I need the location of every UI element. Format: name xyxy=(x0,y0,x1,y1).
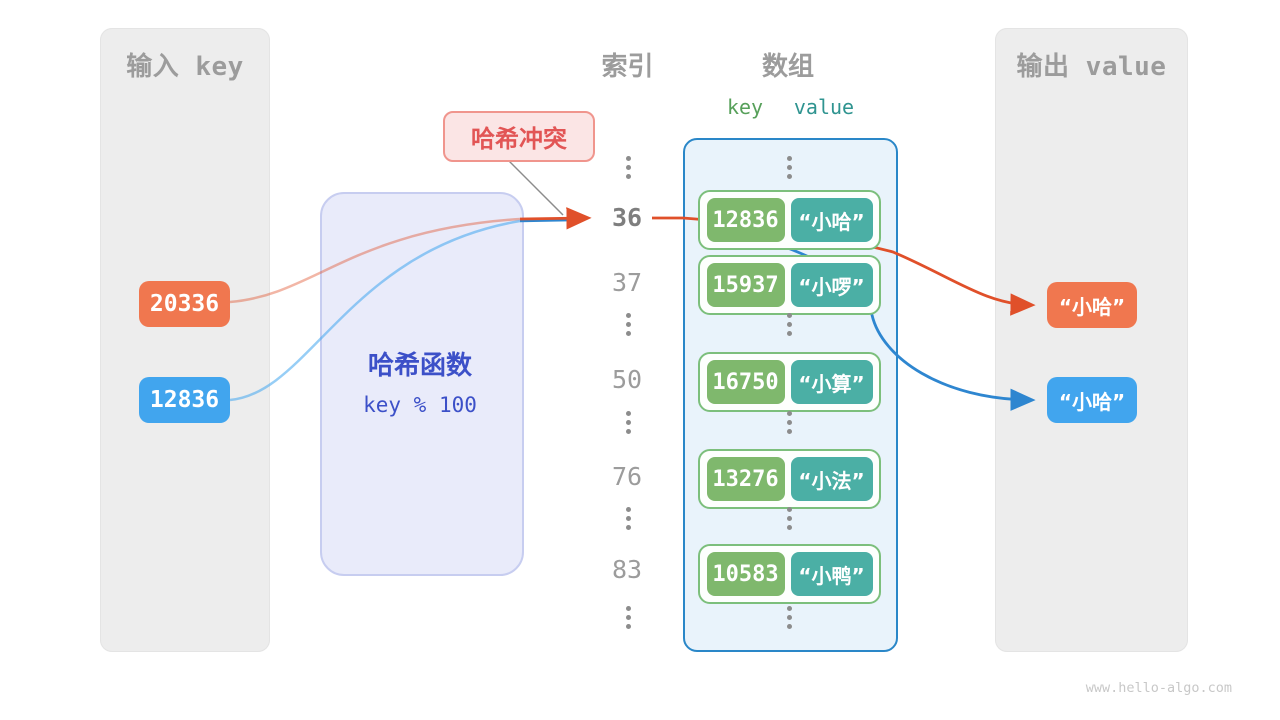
index-entry-83: 83 xyxy=(611,555,643,584)
bucket-key: 13276 xyxy=(706,457,785,501)
output-panel xyxy=(995,28,1188,652)
value-header: value xyxy=(793,95,855,119)
ellipsis-icon xyxy=(775,507,803,530)
input-key-12836: 12836 xyxy=(139,377,230,423)
hash-function-formula: key % 100 xyxy=(363,393,477,417)
bucket-value: “小法” xyxy=(790,457,873,501)
bucket-key: 16750 xyxy=(706,360,785,404)
ellipsis-icon xyxy=(775,313,803,336)
key-header: key xyxy=(726,95,764,119)
ellipsis-icon xyxy=(775,606,803,629)
bucket-row: 15937 “小啰” xyxy=(698,255,881,315)
ellipsis-icon xyxy=(775,156,803,179)
arrow-key12836-to-hash xyxy=(229,219,521,402)
index-entry-36: 36 xyxy=(611,203,643,232)
ellipsis-icon xyxy=(614,313,642,336)
index-column-title: 索引 xyxy=(601,52,654,82)
output-panel-title: 输出 value xyxy=(1016,52,1167,82)
collision-label: 哈希冲突 xyxy=(443,111,595,162)
ellipsis-icon xyxy=(614,411,642,434)
bucket-value: “小算” xyxy=(790,360,873,404)
index-entry-50: 50 xyxy=(611,365,643,394)
ellipsis-icon xyxy=(614,507,642,530)
bucket-key: 15937 xyxy=(706,263,785,307)
bucket-row: 10583 “小鸭” xyxy=(698,544,881,604)
ellipsis-icon xyxy=(614,606,642,629)
index-entry-76: 76 xyxy=(611,462,643,491)
array-column-title: 数组 xyxy=(761,52,814,82)
bucket-value: “小哈” xyxy=(790,198,873,242)
arrow-hash-to-index36-icon xyxy=(519,207,592,230)
bucket-row: 16750 “小算” xyxy=(698,352,881,412)
site-watermark: www.hello-algo.com xyxy=(1085,680,1232,696)
input-panel-title: 输入 key xyxy=(126,52,244,82)
arrow-merge-blue xyxy=(519,218,575,223)
collision-callout-line xyxy=(504,156,564,216)
bucket-row: 13276 “小法” xyxy=(698,449,881,509)
arrow-key20336-to-hash xyxy=(229,217,521,304)
ellipsis-icon xyxy=(614,156,642,179)
output-value-blue: “小哈” xyxy=(1047,377,1137,423)
bucket-key: 12836 xyxy=(706,198,785,242)
bucket-value: “小啰” xyxy=(790,263,873,307)
ellipsis-icon xyxy=(775,411,803,434)
bucket-row: 12836 “小哈” xyxy=(698,190,881,250)
index-entry-37: 37 xyxy=(611,268,643,297)
bucket-key: 10583 xyxy=(706,552,785,596)
hash-function-title: 哈希函数 xyxy=(367,351,472,381)
input-key-20336: 20336 xyxy=(139,281,230,327)
bucket-value: “小鸭” xyxy=(790,552,873,596)
output-value-orange: “小哈” xyxy=(1047,282,1137,328)
input-panel xyxy=(100,28,270,652)
